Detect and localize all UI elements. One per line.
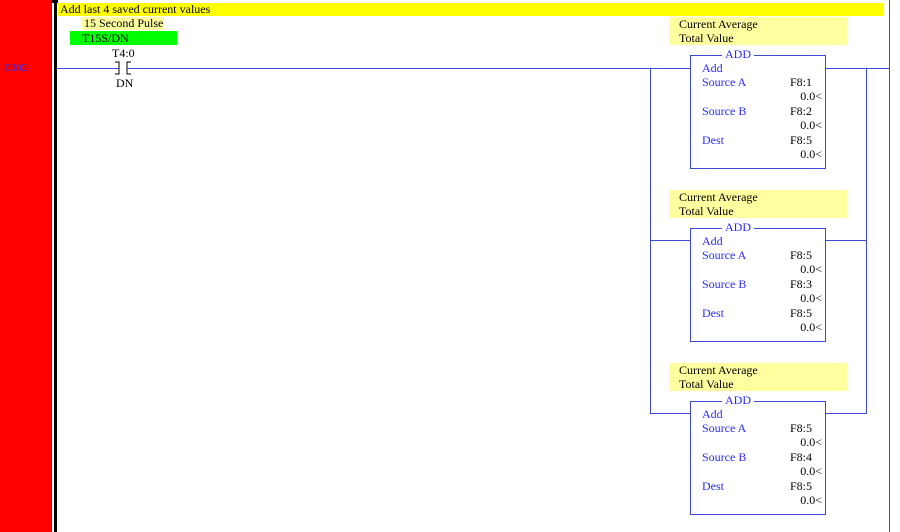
dest-value: 0.0< <box>800 147 822 161</box>
source-b-label: Source B <box>702 450 747 464</box>
source-a-label: Source A <box>702 421 747 435</box>
branch2-wire-right <box>826 240 867 241</box>
desc-line2: Total Value <box>679 377 734 391</box>
add-instruction-block[interactable] <box>690 401 826 515</box>
rung-number[interactable]: 0002 <box>5 62 27 74</box>
source-a-value: 0.0< <box>800 89 822 103</box>
dest-label: Dest <box>702 306 724 320</box>
desc-line1: Current Average <box>679 363 758 377</box>
source-b-address[interactable]: F8:4 <box>789 450 812 464</box>
source-a-label: Source A <box>702 248 747 262</box>
desc-line1: Current Average <box>679 190 758 204</box>
source-a-value: 0.0< <box>800 435 822 449</box>
add-block-description: Current Average Total Value <box>669 363 847 391</box>
source-a-address[interactable]: F8:1 <box>789 75 812 89</box>
source-a-address[interactable]: F8:5 <box>789 248 812 262</box>
dest-value: 0.0< <box>800 493 822 507</box>
add-instruction-block[interactable] <box>690 55 826 169</box>
contact-address[interactable]: T4:0 <box>112 46 135 60</box>
xic-contact-icon[interactable] <box>112 61 134 75</box>
source-a-address[interactable]: F8:5 <box>789 421 812 435</box>
add-instruction-block[interactable] <box>690 228 826 342</box>
left-rail-border <box>54 0 57 532</box>
dest-address[interactable]: F8:5 <box>789 306 812 320</box>
source-b-address[interactable]: F8:2 <box>789 104 812 118</box>
add-block-title: ADD <box>722 47 754 62</box>
add-block-title: ADD <box>722 220 754 235</box>
dest-address[interactable]: F8:5 <box>789 133 812 147</box>
contact-description: 15 Second Pulse <box>82 16 164 30</box>
add-block-title: ADD <box>722 393 754 408</box>
add-block-description: Current Average Total Value <box>669 190 847 218</box>
source-b-value: 0.0< <box>800 118 822 132</box>
dest-label: Dest <box>702 133 724 147</box>
wire-main <box>134 68 890 69</box>
dest-label: Dest <box>702 479 724 493</box>
source-b-value: 0.0< <box>800 464 822 478</box>
contact-symbol[interactable]: T15S/DN <box>70 31 177 45</box>
add-block-subtitle: Add <box>702 61 723 75</box>
add-block-subtitle: Add <box>702 407 723 421</box>
source-b-label: Source B <box>702 104 747 118</box>
rung-comment[interactable]: Add last 4 saved current values <box>58 3 884 16</box>
desc-line2: Total Value <box>679 204 734 218</box>
desc-line1: Current Average <box>679 17 758 31</box>
branch2-wire-left <box>650 240 690 241</box>
add-block-subtitle: Add <box>702 234 723 248</box>
dest-address[interactable]: F8:5 <box>789 479 812 493</box>
source-b-label: Source B <box>702 277 747 291</box>
left-power-rail[interactable] <box>0 0 52 532</box>
contact-bit: DN <box>116 76 134 90</box>
branch3-wire-right <box>826 413 867 414</box>
desc-line2: Total Value <box>679 31 734 45</box>
add-block-description: Current Average Total Value <box>669 17 847 45</box>
source-a-value: 0.0< <box>800 262 822 276</box>
dest-value: 0.0< <box>800 320 822 334</box>
source-a-label: Source A <box>702 75 747 89</box>
source-b-address[interactable]: F8:3 <box>789 277 812 291</box>
wire-left <box>57 68 112 69</box>
right-power-rail <box>889 0 890 532</box>
source-b-value: 0.0< <box>800 291 822 305</box>
branch3-wire-left <box>650 413 690 414</box>
